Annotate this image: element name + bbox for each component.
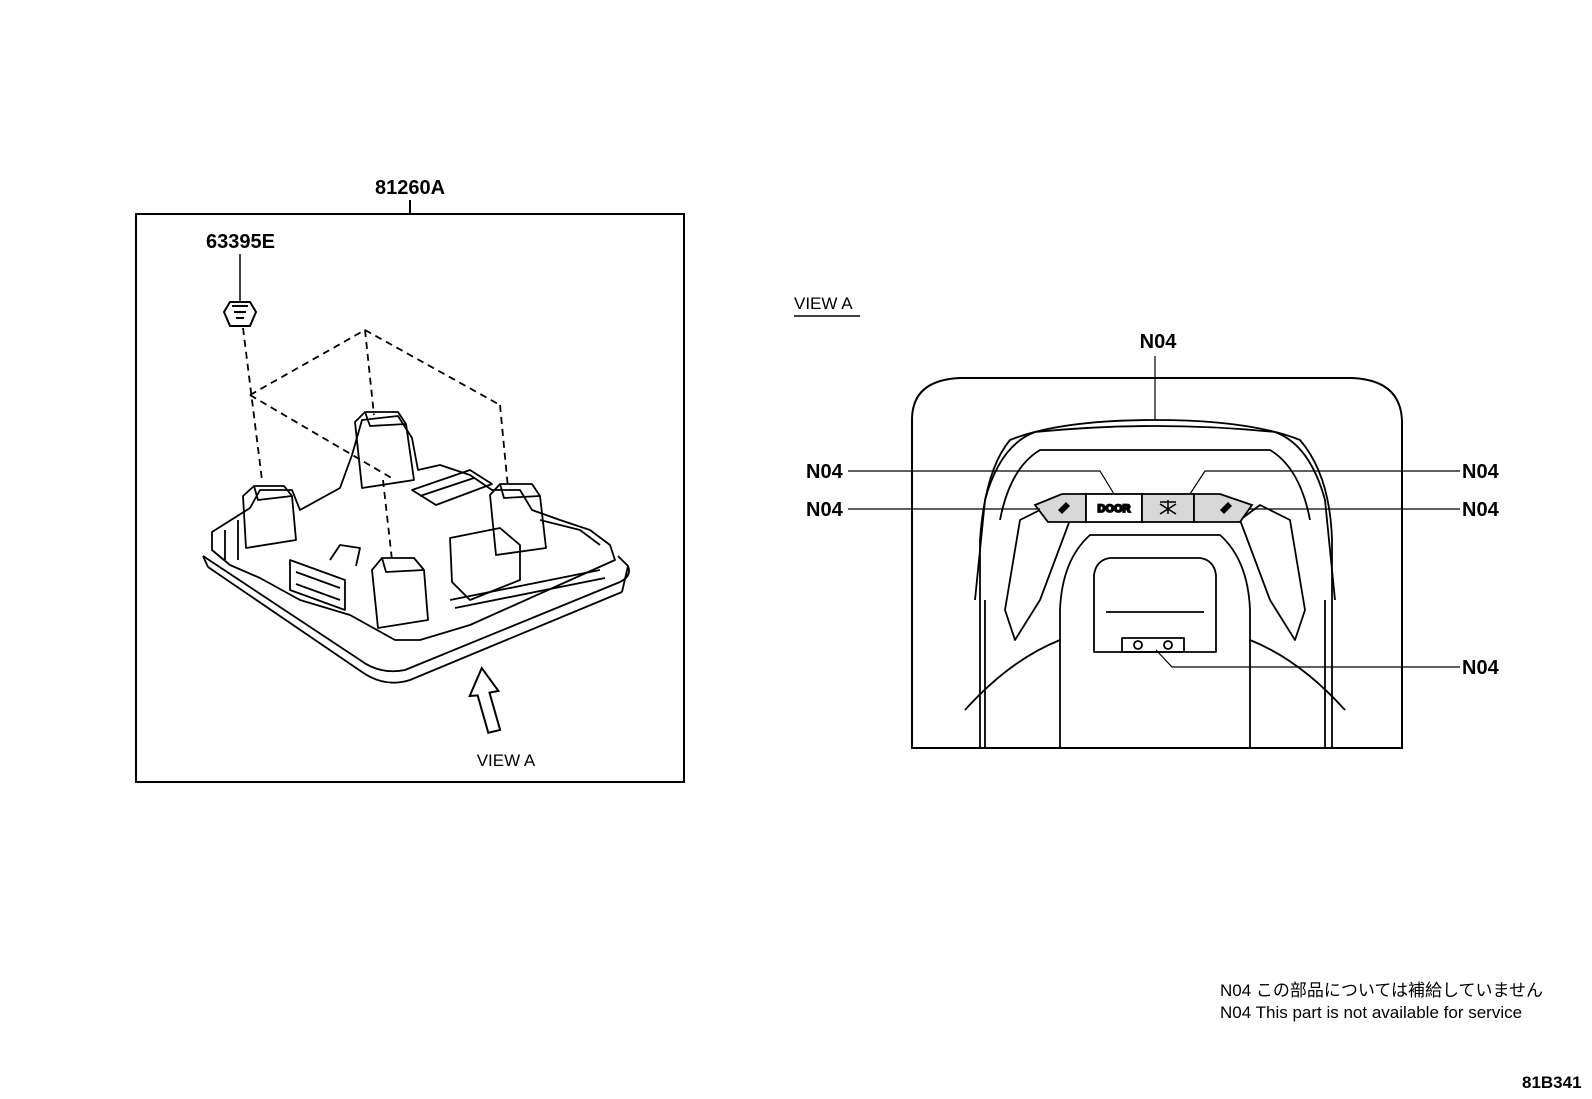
lamp-icon	[1159, 500, 1177, 515]
callout-leader-lines	[848, 356, 1460, 668]
callout-right-upper: N04	[1462, 461, 1500, 483]
left-panel: 81260A 63395E	[135, 177, 685, 783]
callout-right-lower: N04	[1462, 499, 1500, 521]
assembly-dashed-lines	[242, 327, 509, 561]
note-japanese: N04 この部品については補給していません	[1220, 981, 1544, 1000]
overhead-console-body	[964, 419, 1346, 748]
map-lamp-right-icon	[1220, 502, 1232, 514]
clip-icon	[222, 301, 258, 327]
overhead-console-outline	[911, 377, 1403, 749]
note-english: N04 This part is not available for servi…	[1220, 1003, 1523, 1022]
callout-left-lower: N04	[806, 499, 844, 521]
callout-left-upper: N04	[806, 461, 844, 483]
door-button-label: DOOR	[1098, 503, 1131, 515]
assembly-frame	[135, 213, 685, 783]
room-lamp-assembly-drawing	[202, 411, 630, 684]
assembly-part-number: 81260A	[375, 177, 445, 199]
clip-part-number: 63395E	[206, 231, 275, 253]
view-a-heading: VIEW A	[794, 294, 853, 313]
callout-top: N04	[1140, 331, 1178, 353]
view-a-arrow-icon	[468, 666, 502, 734]
view-a-arrow-label: VIEW A	[477, 751, 536, 770]
map-lamp-left-icon	[1058, 502, 1070, 514]
callout-lens: N04	[1462, 657, 1500, 679]
diagram-code: 81B341	[1522, 1073, 1582, 1092]
right-panel: VIEW A	[794, 294, 1500, 749]
